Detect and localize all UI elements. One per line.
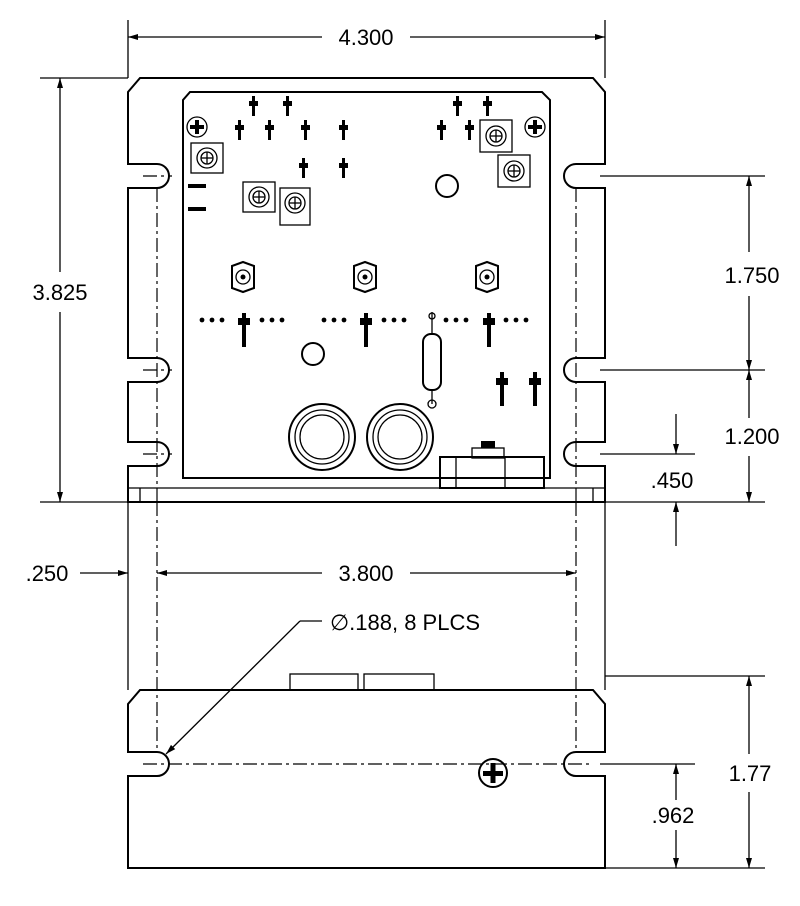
- terminal-block-icon: [439, 441, 545, 489]
- hex-standoff-icon: [475, 260, 499, 294]
- dim-slot-inset: .250: [26, 561, 69, 586]
- hex-standoff-icon: [353, 260, 377, 294]
- side-view: [127, 673, 606, 869]
- side-outline: [127, 689, 606, 869]
- component-pins: [188, 96, 541, 406]
- connector-top: [289, 673, 359, 691]
- dim-overall-height: 3.825: [32, 280, 87, 305]
- dim-overall-width: 4.300: [338, 25, 393, 50]
- screw-terminal-icon: [190, 142, 224, 174]
- round-component-icon: [301, 342, 325, 366]
- screw-terminal-icon: [279, 187, 311, 226]
- dim-slot-pitch-upper: 1.750: [724, 263, 779, 288]
- screw-terminal-icon: [242, 181, 276, 213]
- hole-callout: ∅.188, 8 PLCS: [330, 610, 480, 635]
- toroid-coil-icon: [366, 403, 434, 471]
- screw-terminal-icon: [479, 119, 513, 153]
- connector-top: [363, 673, 435, 691]
- fuse-icon: [422, 312, 442, 409]
- dim-slot-spacing: 3.800: [338, 561, 393, 586]
- hex-standoff-icon: [231, 260, 255, 294]
- screw-terminal-icon: [497, 154, 531, 188]
- phillips-screw-icon: [524, 116, 546, 138]
- dim-side-slot-height: .962: [652, 803, 695, 828]
- dim-slot-pitch-lower: 1.200: [724, 424, 779, 449]
- phillips-screw-icon: [478, 758, 508, 788]
- round-component-icon: [435, 174, 459, 198]
- dim-side-height: 1.77: [729, 761, 772, 786]
- top-view: [127, 77, 606, 503]
- dim-slot-to-bottom: .450: [651, 468, 694, 493]
- dimensions: 4.300 3.825 1.750 1.200 .450 .250: [26, 20, 780, 869]
- toroid-coil-icon: [288, 403, 356, 471]
- phillips-screw-icon: [186, 116, 208, 138]
- dot-rows: [199, 317, 529, 323]
- circuit-board: [182, 91, 551, 489]
